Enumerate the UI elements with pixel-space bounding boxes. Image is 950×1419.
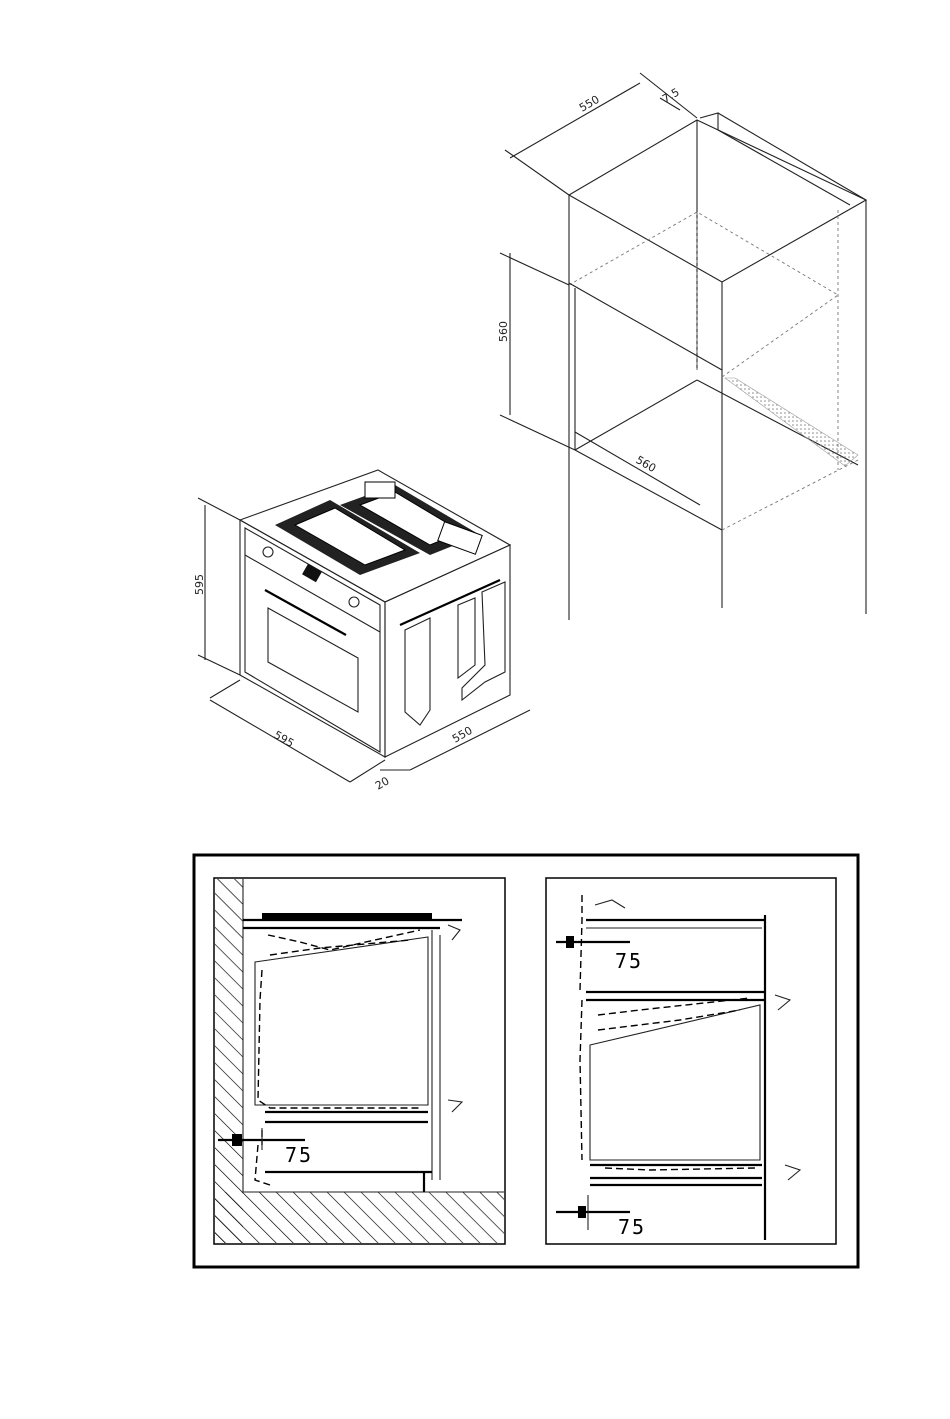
oven-width-label: 595 [272, 728, 297, 750]
under-counter-section: 75 [214, 878, 505, 1244]
oven-depth-label: 550 [450, 724, 475, 746]
left-gap-label: 75 [285, 1143, 313, 1167]
oven-front-label: 20 [373, 774, 392, 792]
oven-height-label: 595 [193, 574, 206, 595]
right-bottom-gap-label: 75 [618, 1215, 646, 1239]
cabinet-height-label: 560 [497, 321, 510, 342]
cabinet-clearance-label: 7.5 [660, 86, 682, 106]
right-top-gap-label: 75 [615, 949, 643, 973]
column-section: 75 75 [546, 878, 836, 1244]
cabinet-width-label: 560 [634, 453, 659, 475]
cabinet-drawing: 550 7.5 560 560 [497, 73, 866, 620]
cabinet-depth-label: 550 [577, 93, 602, 115]
oven-drawing: 595 595 20 550 [193, 470, 530, 793]
